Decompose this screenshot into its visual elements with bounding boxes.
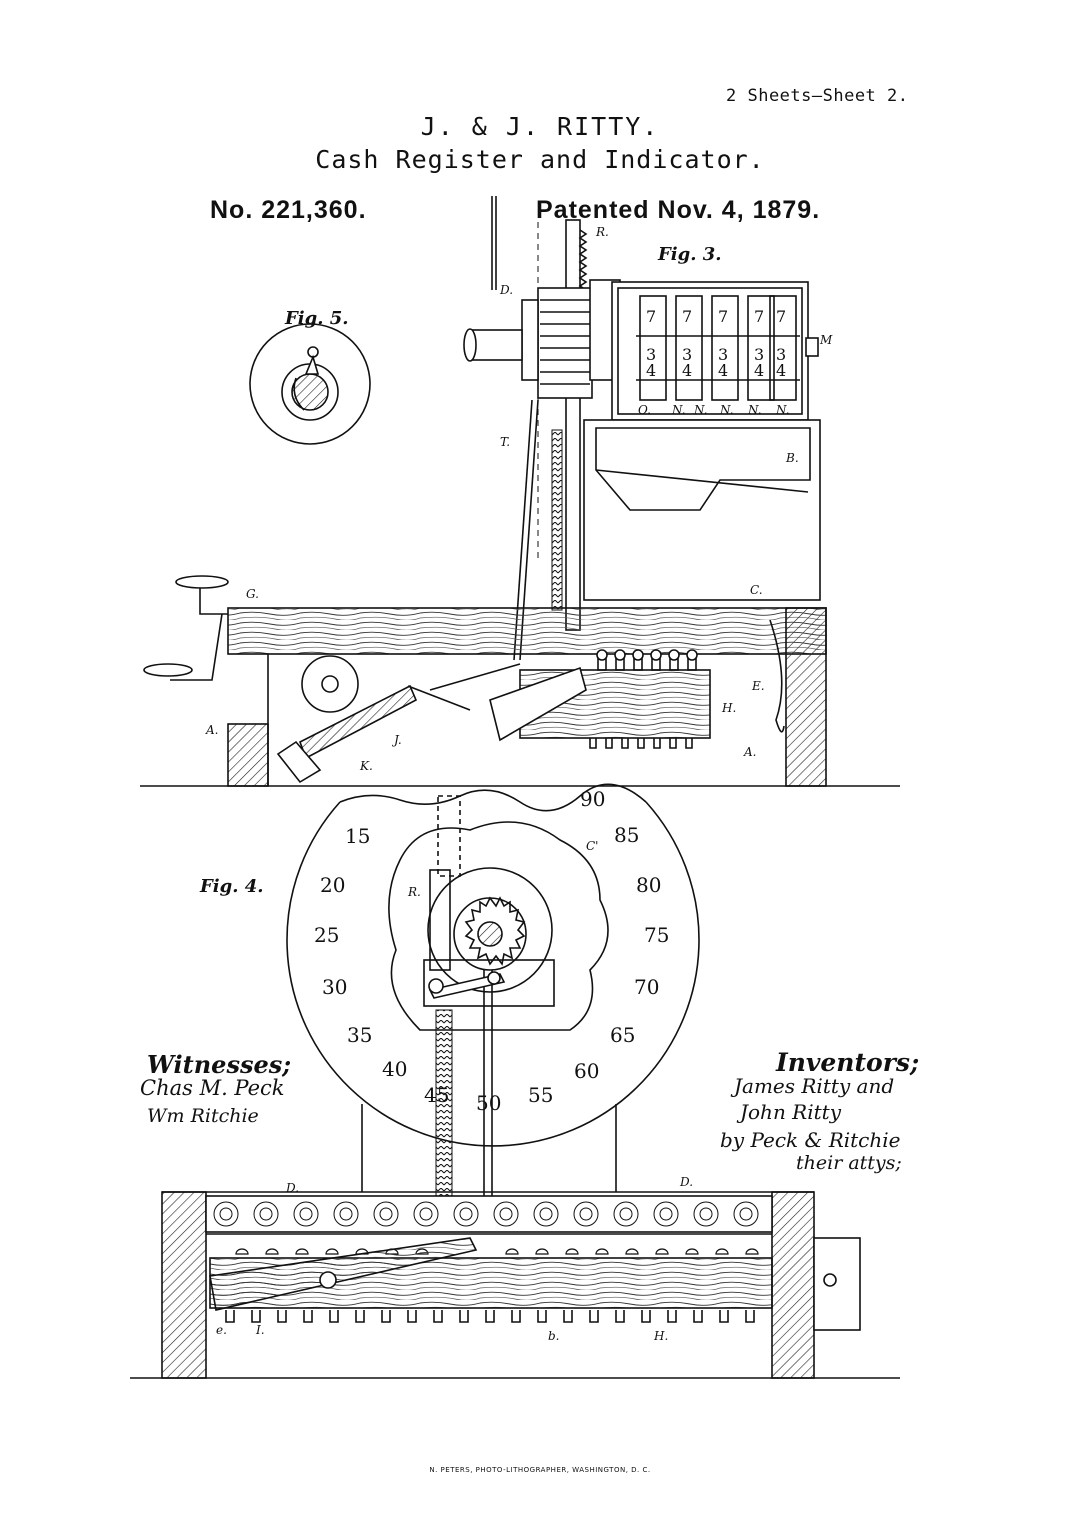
counter-digit: 3: [754, 345, 764, 364]
dial-number: 50: [476, 1091, 501, 1115]
counter-label: N.: [747, 403, 762, 417]
dial-number: 45: [424, 1083, 449, 1107]
witnesses-heading: Witnesses;: [147, 1050, 292, 1079]
counter-digit: 4: [682, 361, 692, 380]
dial-number: 25: [314, 923, 339, 947]
attorney-signature: by Peck & Ritchie: [720, 1128, 901, 1152]
dial-number: 30: [322, 975, 347, 999]
dial-numbers: 15 20 25 30 35 40 45 50 55 60 65 70 75 8…: [314, 787, 669, 1115]
inventor-signature-2: John Ritty: [740, 1100, 842, 1124]
svg-text:K.: K.: [359, 759, 373, 773]
svg-text:A.: A.: [743, 745, 756, 759]
svg-text:J.: J.: [391, 733, 402, 747]
dial-number: 65: [610, 1023, 635, 1047]
figure-3-caption: Fig. 3.: [658, 244, 722, 265]
counter-digit: 7: [646, 307, 656, 326]
counter-digit: 4: [646, 361, 656, 380]
patent-title: Cash Register and Indicator.: [315, 145, 765, 174]
svg-text:I.: I.: [255, 1323, 265, 1337]
dial-number: 15: [345, 824, 370, 848]
svg-text:D.: D.: [499, 283, 513, 297]
dial-number: 60: [574, 1059, 599, 1083]
svg-text:B.: B.: [785, 451, 799, 465]
figure-4-caption: Fig. 4.: [200, 876, 264, 897]
figure-3-drawing: [463, 196, 821, 661]
counter-digit: 3: [776, 345, 786, 364]
counter-digit: 7: [718, 307, 728, 326]
svg-text:H.: H.: [721, 701, 736, 715]
drawer-section-drawing: [140, 575, 900, 787]
counter-label: O.: [638, 403, 651, 417]
figure-4-drawing: [286, 783, 700, 1201]
dial-number: 35: [347, 1023, 372, 1047]
svg-text:G.: G.: [246, 587, 259, 601]
counter-digit: 3: [718, 345, 728, 364]
inventor-signature-1: James Ritty and: [734, 1074, 895, 1098]
counter-digit: 4: [718, 361, 728, 380]
attorney-note: their attys;: [796, 1152, 902, 1174]
dial-number: 90: [580, 787, 605, 811]
svg-text:C.: C.: [750, 583, 763, 597]
patent-number: No. 221,360.: [210, 196, 367, 224]
figure-5-drawing: [249, 323, 371, 445]
svg-text:T.: T.: [500, 435, 510, 449]
inventors-heading: Inventors;: [776, 1048, 920, 1077]
sheet-number: 2 Sheets—Sheet 2.: [726, 86, 909, 106]
dial-number: 40: [382, 1057, 407, 1081]
svg-text:C': C': [586, 839, 598, 853]
svg-text:M: M: [819, 333, 833, 347]
counter-label: N.: [693, 403, 708, 417]
bottom-drawer-drawing: [130, 1191, 900, 1379]
printer-credit: N. PETERS, PHOTO-LITHOGRAPHER, WASHINGTO…: [429, 1466, 651, 1474]
svg-text:e.: e.: [216, 1323, 227, 1337]
counter-digits: 7 7 7 7 7 3 3 3 3 3 4 4 4 4 4 O. N. N. N…: [638, 307, 790, 417]
dial-number: 70: [634, 975, 659, 999]
svg-text:b.: b.: [548, 1329, 560, 1343]
dial-number: 20: [320, 873, 345, 897]
dial-number: 85: [614, 823, 639, 847]
witness-signature-2: Wm Ritchie: [147, 1105, 259, 1127]
counter-digit: 7: [682, 307, 692, 326]
counter-digit: 3: [682, 345, 692, 364]
dial-number: 55: [528, 1083, 553, 1107]
dial-number: 80: [636, 873, 661, 897]
counter-label: N.: [719, 403, 734, 417]
witness-signature-1: Chas M. Peck: [140, 1076, 285, 1100]
svg-text:R.: R.: [595, 225, 609, 239]
svg-text:E.: E.: [751, 679, 765, 693]
dial-number: 75: [644, 923, 669, 947]
counter-digit: 7: [776, 307, 786, 326]
counter-digit: 4: [776, 361, 786, 380]
svg-text:D.: D.: [285, 1181, 299, 1195]
counter-label: N.: [775, 403, 790, 417]
svg-text:A.: A.: [205, 723, 218, 737]
svg-text:R.: R.: [407, 885, 421, 899]
svg-text:H.: H.: [653, 1329, 668, 1343]
counter-digit: 3: [646, 345, 656, 364]
inventor-name: J. & J. RITTY.: [420, 112, 660, 141]
svg-text:D.: D.: [679, 1175, 693, 1189]
patent-date: Patented Nov. 4, 1879.: [536, 196, 821, 224]
counter-digit: 7: [754, 307, 764, 326]
reference-letters: R. D. M B. C. G. E. H. A. A. K. J. T. D.…: [205, 225, 833, 1343]
counter-digit: 4: [754, 361, 764, 380]
counter-label: N.: [671, 403, 686, 417]
figure-5-caption: Fig. 5.: [285, 308, 349, 329]
